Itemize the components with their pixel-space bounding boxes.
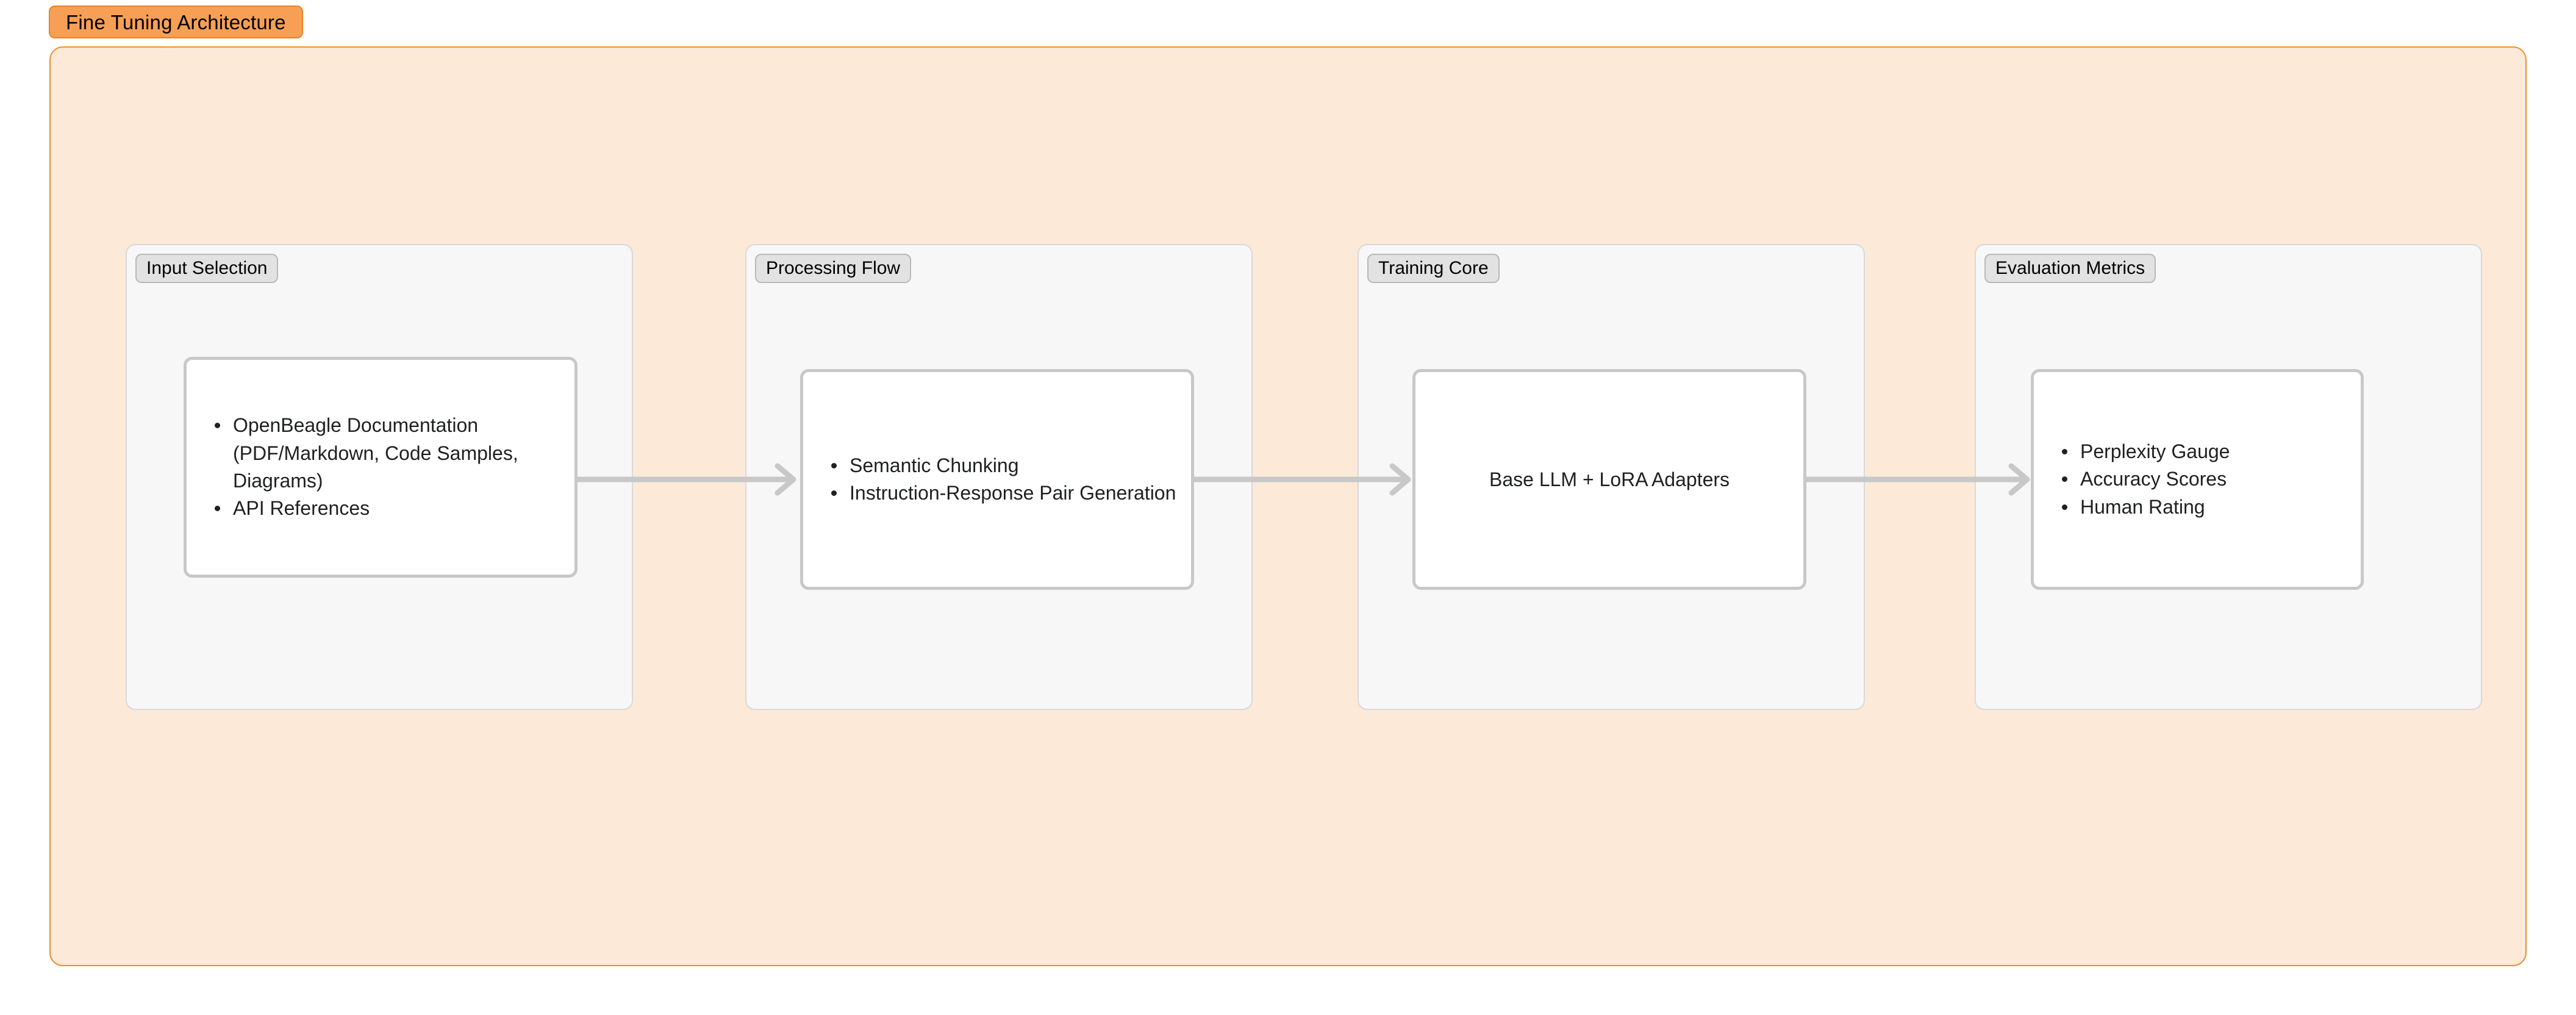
node-source-documents-list: OpenBeagle Documentation (PDF/Markdown, … [187,412,574,523]
list-item: API References [215,495,564,522]
list-item: Accuracy Scores [2062,465,2350,493]
diagram-title-text: Fine Tuning Architecture [66,10,286,34]
cluster-label-training-core: Training Core [1367,254,1500,283]
list-item: Human Rating [2062,493,2350,521]
cluster-label-evaluation-metrics: Evaluation Metrics [1984,254,2156,283]
node-chunking-and-pairs-list: Semantic Chunking Instruction-Response P… [803,452,1191,508]
list-item: Semantic Chunking [831,452,1180,479]
node-metrics-list-items: Perplexity Gauge Accuracy Scores Human R… [2034,438,2361,521]
cluster-label-processing-flow: Processing Flow [755,254,912,283]
node-chunking-and-pairs[interactable]: Semantic Chunking Instruction-Response P… [800,369,1194,590]
node-source-documents[interactable]: OpenBeagle Documentation (PDF/Markdown, … [184,357,578,578]
diagram-title-badge: Fine Tuning Architecture [49,5,303,38]
node-metrics-list[interactable]: Perplexity Gauge Accuracy Scores Human R… [2031,369,2364,590]
list-item: Instruction-Response Pair Generation [831,479,1180,507]
list-item: OpenBeagle Documentation (PDF/Markdown, … [215,412,564,495]
list-item: Perplexity Gauge [2062,438,2350,465]
cluster-label-input-selection: Input Selection [135,254,279,283]
node-base-llm-lora-text: Base LLM + LoRA Adapters [1489,468,1730,490]
node-base-llm-lora[interactable]: Base LLM + LoRA Adapters [1412,369,1806,590]
